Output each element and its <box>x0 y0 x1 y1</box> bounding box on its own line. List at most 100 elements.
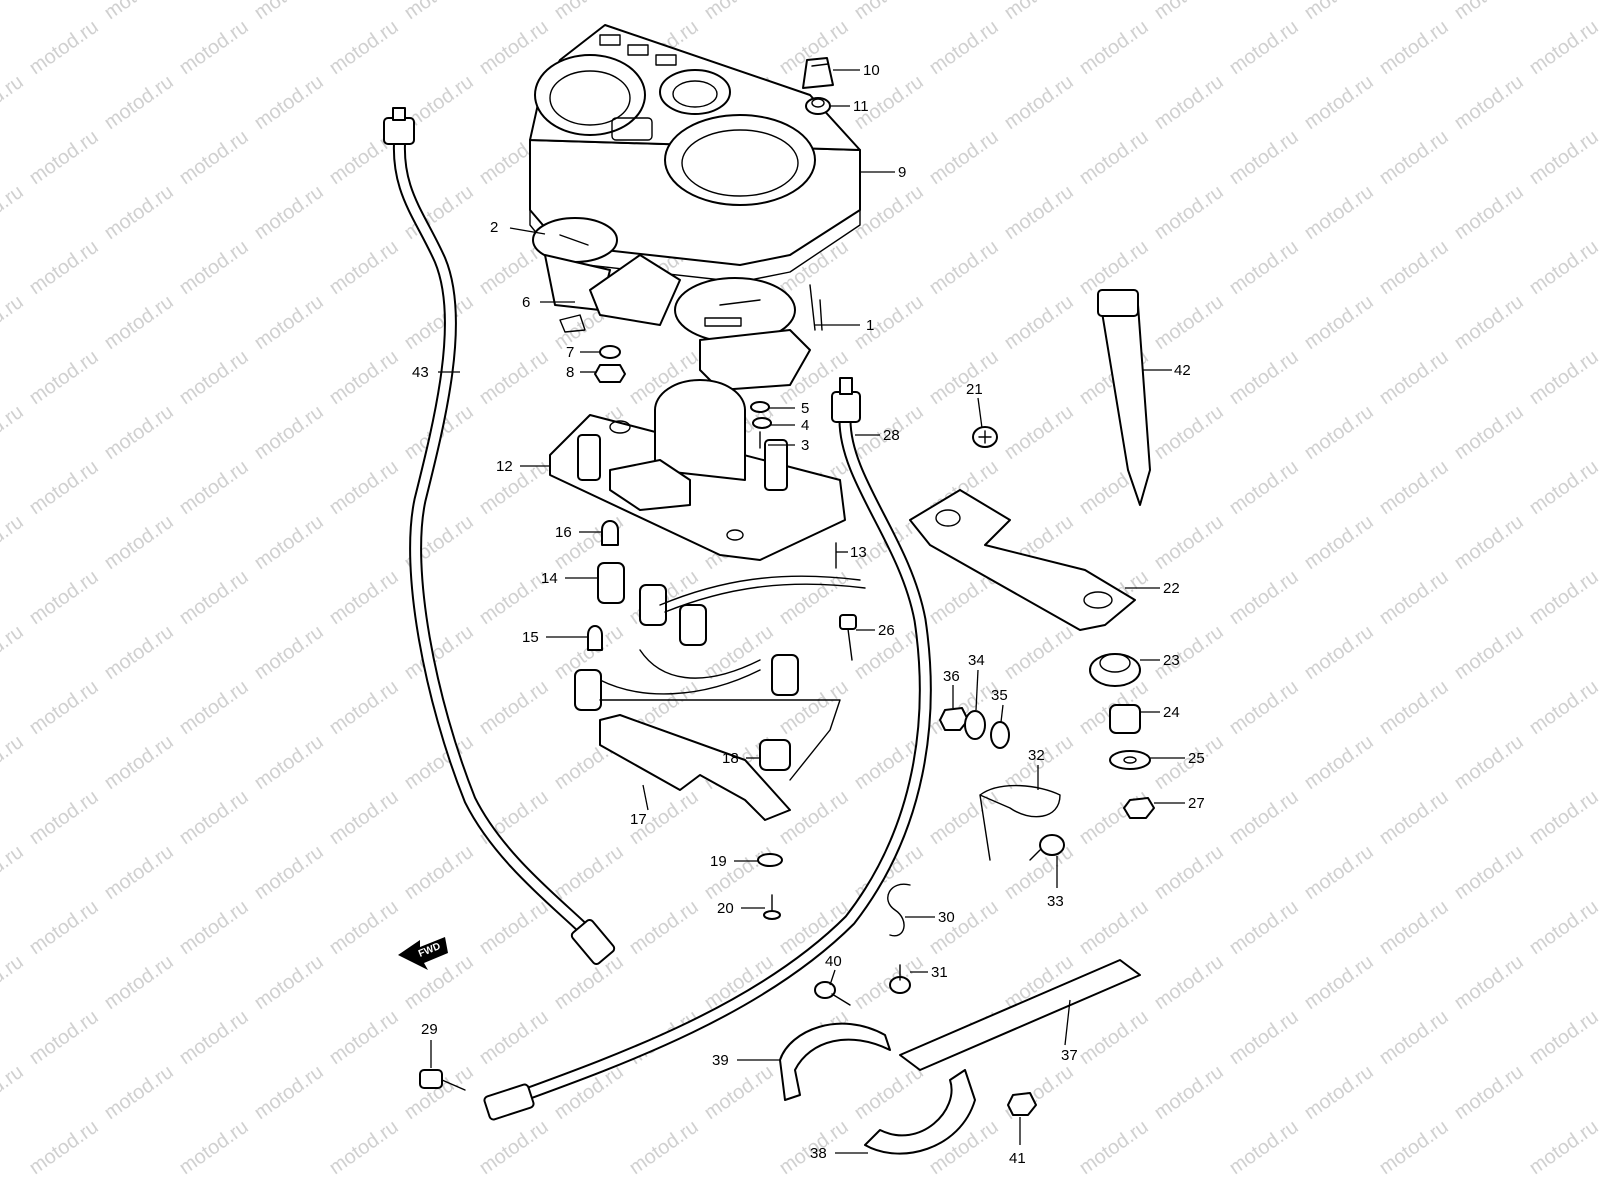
callout-38: 38 <box>810 1145 868 1162</box>
watermark-text: motod.ru <box>100 841 177 904</box>
watermark-text: motod.ru <box>1225 346 1302 409</box>
watermark-text: motod.ru <box>475 1116 552 1179</box>
watermark-text: motod.ru <box>700 1061 777 1124</box>
watermark-text: motod.ru <box>100 951 177 1014</box>
watermark-text: motod.ru <box>0 181 28 244</box>
watermark-text: motod.ru <box>1075 1116 1152 1179</box>
watermark-text: motod.ru <box>1375 896 1452 959</box>
clamp-38 <box>864 1069 976 1155</box>
watermark-text: motod.ru <box>25 16 102 79</box>
svg-text:3: 3 <box>801 437 809 454</box>
svg-text:4: 4 <box>801 417 809 434</box>
callout-16: 16 <box>555 524 602 541</box>
svg-text:20: 20 <box>717 900 734 917</box>
plate-17 <box>599 699 841 821</box>
cushion-23 <box>1089 653 1141 687</box>
watermark-text: motod.ru <box>325 456 402 519</box>
watermark-text: motod.ru <box>100 181 177 244</box>
watermark-text: motod.ru <box>175 346 252 409</box>
watermark-text: motod.ru <box>1300 511 1377 574</box>
watermark-text: motod.ru <box>1000 291 1077 354</box>
watermark-text: motod.ru <box>1375 676 1452 739</box>
bracket-22 <box>909 489 1136 631</box>
svg-text:2: 2 <box>490 219 498 236</box>
watermark-text: motod.ru <box>25 566 102 629</box>
watermark-text: motod.ru <box>0 731 28 794</box>
watermark-text: motod.ru <box>1300 841 1377 904</box>
svg-text:6: 6 <box>522 294 530 311</box>
callout-8: 8 <box>566 364 596 381</box>
watermark-text: motod.ru <box>1525 896 1600 959</box>
speedometer-2 <box>532 217 618 311</box>
callout-37: 37 <box>1061 999 1078 1064</box>
watermark-text: motod.ru <box>100 731 177 794</box>
bolt-40 <box>814 981 851 1006</box>
watermark-text: motod.ru <box>1300 71 1377 134</box>
watermark-text: motod.ru <box>25 346 102 409</box>
callout-41: 41 <box>1009 1117 1026 1167</box>
watermark-text: motod.ru <box>250 511 327 574</box>
watermark-text: motod.ru <box>325 16 402 79</box>
watermark-text: motod.ru <box>1450 401 1527 464</box>
callout-9: 9 <box>860 164 906 181</box>
tachometer-1 <box>674 277 823 391</box>
speedometer-cable-43 <box>383 107 616 966</box>
watermark-text: motod.ru <box>475 676 552 739</box>
svg-text:18: 18 <box>722 750 739 767</box>
watermark-text: motod.ru <box>1450 181 1527 244</box>
svg-text:38: 38 <box>810 1145 827 1162</box>
watermark-text: motod.ru <box>400 0 477 24</box>
callout-2: 2 <box>490 219 546 236</box>
callout-21: 21 <box>966 381 983 429</box>
watermark-text: motod.ru <box>400 291 477 354</box>
svg-text:41: 41 <box>1009 1150 1026 1167</box>
watermark-text: motod.ru <box>25 1116 102 1179</box>
watermark-text: motod.ru <box>1150 511 1227 574</box>
watermark-text: motod.ru <box>175 1116 252 1179</box>
clip-35 <box>990 721 1010 749</box>
svg-text:12: 12 <box>496 458 513 475</box>
svg-text:35: 35 <box>991 687 1008 704</box>
watermark-text: motod.ru <box>1225 16 1302 79</box>
watermark-text: motod.ru <box>0 621 28 684</box>
watermark-text: motod.ru <box>1300 401 1377 464</box>
watermark-text: motod.ru <box>925 346 1002 409</box>
callout-12: 12 <box>496 458 550 475</box>
watermark-text: motod.ru <box>1075 126 1152 189</box>
watermark-text: motod.ru <box>925 786 1002 849</box>
washer-19 <box>757 853 783 867</box>
watermark-text: motod.ru <box>1525 1116 1600 1179</box>
callout-35: 35 <box>991 687 1008 723</box>
svg-text:37: 37 <box>1061 1047 1078 1064</box>
screw-31 <box>889 964 911 994</box>
svg-text:36: 36 <box>943 668 960 685</box>
watermark-text: motod.ru <box>250 0 327 24</box>
watermark-text: motod.ru <box>400 621 477 684</box>
washer-25 <box>1109 750 1151 770</box>
svg-text:16: 16 <box>555 524 572 541</box>
watermark-text: motod.ru <box>325 1006 402 1069</box>
watermark-text: motod.ru <box>1525 126 1600 189</box>
watermark-text: motod.ru <box>100 511 177 574</box>
watermark-text: motod.ru <box>250 291 327 354</box>
svg-text:34: 34 <box>968 652 985 669</box>
clamp-30 <box>887 883 911 937</box>
callout-6: 6 <box>522 294 575 311</box>
watermark-text: motod.ru <box>1450 71 1527 134</box>
clamp-39 <box>779 1022 891 1101</box>
watermark-text: motod.ru <box>1300 621 1377 684</box>
svg-text:1: 1 <box>866 317 874 334</box>
watermark-text: motod.ru <box>1150 71 1227 134</box>
watermark-text: motod.ru <box>1525 566 1600 629</box>
svg-text:17: 17 <box>630 811 647 828</box>
nut-8 <box>594 364 626 383</box>
callout-39: 39 <box>712 1052 780 1069</box>
watermark-text: motod.ru <box>1525 676 1600 739</box>
watermark-text: motod.ru <box>1375 1116 1452 1179</box>
watermark-text: motod.ru <box>700 621 777 684</box>
watermark-text: motod.ru <box>0 841 28 904</box>
watermark-text: motod.ru <box>1075 1006 1152 1069</box>
callout-33: 33 <box>1047 856 1064 910</box>
svg-text:40: 40 <box>825 953 842 970</box>
